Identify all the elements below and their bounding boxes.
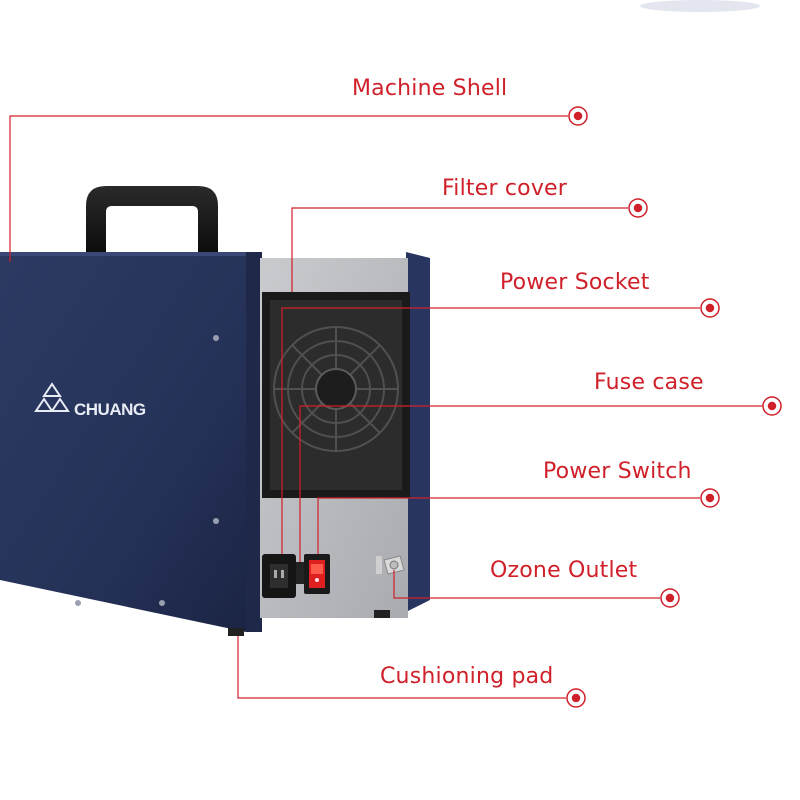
label-ozone-outlet: Ozone Outlet (490, 558, 638, 583)
target-marker-icon (568, 106, 588, 126)
callout-lines (9, 115, 764, 699)
ozone-outlet (376, 555, 405, 575)
label-power-socket: Power Socket (500, 270, 650, 295)
cushioning-pad (228, 628, 244, 636)
screw (75, 600, 81, 606)
ozone-outlet-leader (393, 570, 660, 599)
screw (213, 335, 219, 341)
fuse-case (296, 562, 304, 584)
screw (213, 518, 219, 524)
power-switch (304, 554, 330, 594)
machine-shell-leader (9, 115, 568, 262)
screw (159, 600, 165, 606)
target-marker-icon (700, 488, 720, 508)
fuse-case-leader (299, 405, 764, 562)
label-power-switch: Power Switch (543, 459, 692, 484)
power-socket (262, 554, 296, 598)
shell-edge (246, 252, 262, 632)
diamond-triangle-logo-icon (34, 382, 70, 412)
cushioning-pad (374, 610, 390, 618)
shell-front-right (406, 252, 430, 612)
label-cushioning-pad: Cushioning pad (380, 664, 554, 689)
label-fuse-case: Fuse case (594, 370, 704, 395)
power-socket-leader (281, 307, 700, 554)
target-marker-icon (628, 198, 648, 218)
brand-name: CHUANG (74, 400, 146, 419)
target-marker-icon (762, 396, 782, 416)
machine-shell (0, 252, 246, 632)
cushioning-pad-leader (237, 636, 566, 699)
target-marker-icon (700, 298, 720, 318)
callout-markers (566, 106, 782, 708)
background-glare (640, 0, 760, 12)
target-marker-icon (566, 688, 586, 708)
label-machine-shell: Machine Shell (352, 76, 508, 101)
target-marker-icon (660, 588, 680, 608)
fan-hub (315, 368, 357, 410)
carry-handle (86, 186, 218, 252)
power-switch-leader (317, 497, 700, 554)
filter-cover (262, 292, 410, 498)
filter-cover-leader (291, 207, 628, 292)
label-filter-cover: Filter cover (442, 176, 568, 201)
